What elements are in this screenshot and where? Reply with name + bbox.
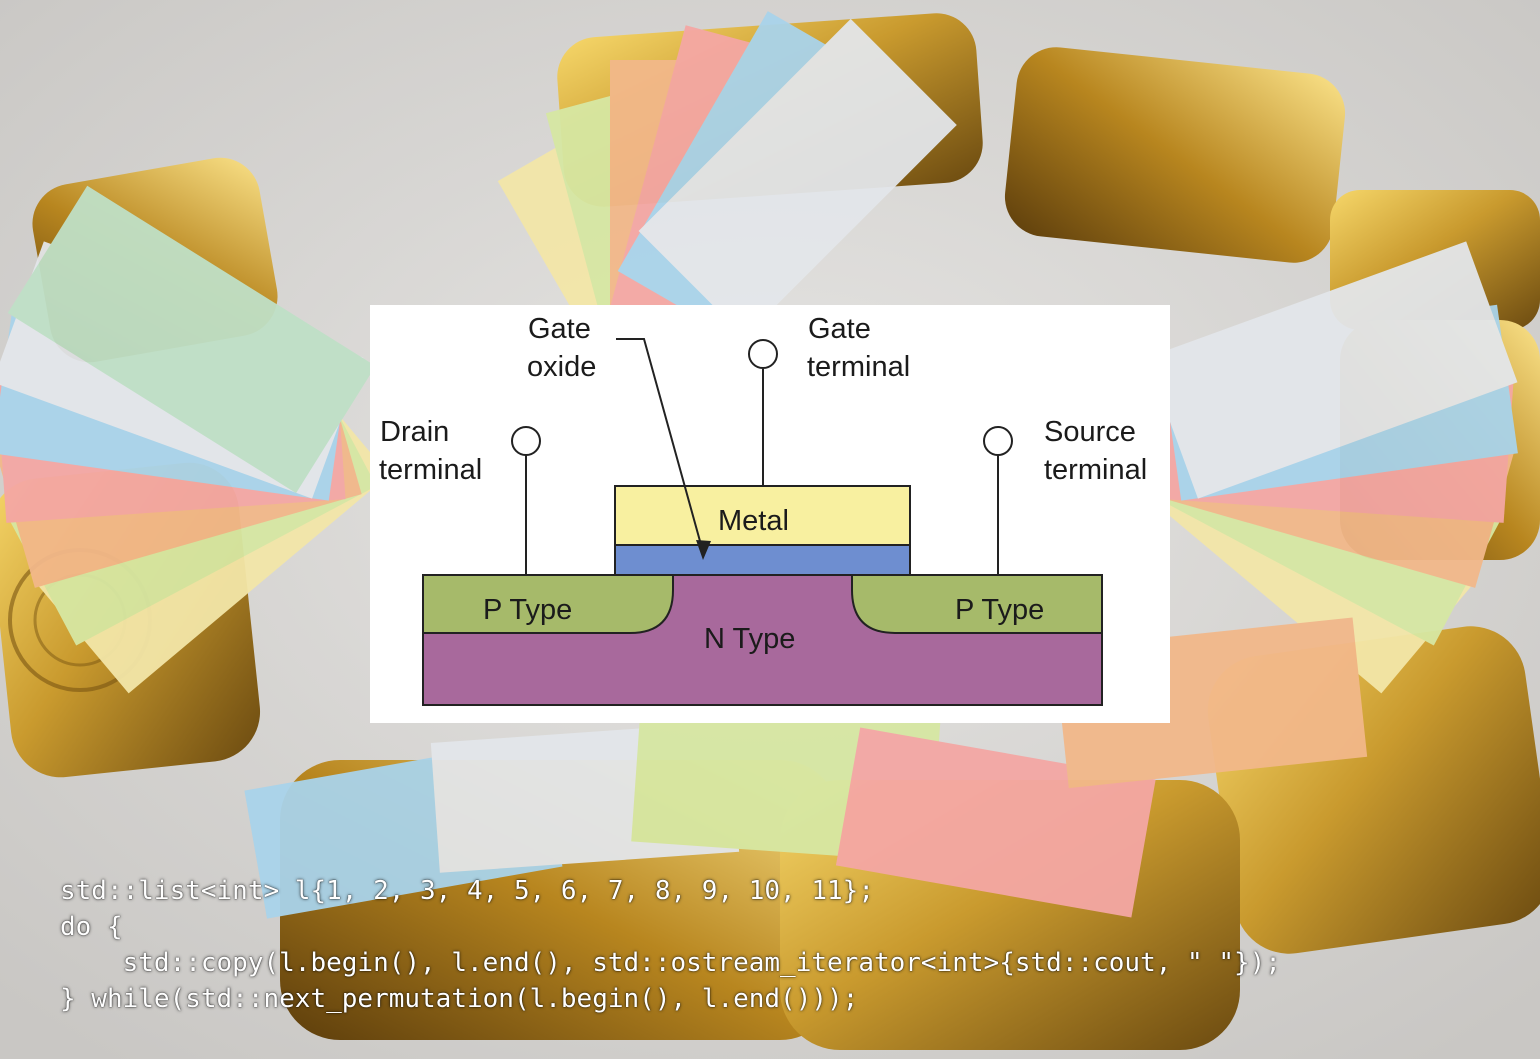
gate-terminal-node: [748, 339, 778, 369]
code-line-2: do {: [60, 912, 123, 942]
gate-oxide-layer: [614, 544, 911, 576]
metal-layer: [614, 485, 911, 546]
gate-terminal-label-line2: terminal: [807, 351, 910, 383]
code-line-1: std::list<int> l{1, 2, 3, 4, 5, 6, 7, 8,…: [60, 876, 874, 906]
source-terminal-node: [983, 426, 1013, 456]
drain-terminal-label-line1: Drain: [380, 416, 449, 448]
drain-terminal-label-line2: terminal: [379, 454, 482, 486]
code-line-4: } while(std::next_permutation(l.begin(),…: [60, 984, 859, 1014]
n-type-label: N Type: [704, 623, 795, 655]
p-type-right-region: [851, 574, 1103, 634]
p-type-left-region: [422, 574, 674, 634]
source-terminal-label-line2: terminal: [1044, 454, 1147, 486]
gate-oxide-label-line1: Gate: [528, 313, 591, 345]
mosfet-diagram: Gate oxide Gate terminal Drain terminal …: [379, 313, 1147, 706]
source-terminal-label-line1: Source: [1044, 416, 1136, 448]
metal-label: Metal: [718, 505, 789, 537]
drain-terminal-node: [511, 426, 541, 456]
code-snippet: std::list<int> l{1, 2, 3, 4, 5, 6, 7, 8,…: [60, 873, 1281, 1017]
gate-oxide-label-line2: oxide: [527, 351, 596, 383]
gate-oxide-arrow: [616, 338, 704, 553]
p-type-left-label: P Type: [483, 594, 572, 626]
gate-terminal-label-line1: Gate: [808, 313, 871, 345]
code-line-3: std::copy(l.begin(), l.end(), std::ostre…: [60, 948, 1281, 978]
banknote-fans: [0, 11, 1518, 919]
p-type-right-label: P Type: [955, 594, 1044, 626]
